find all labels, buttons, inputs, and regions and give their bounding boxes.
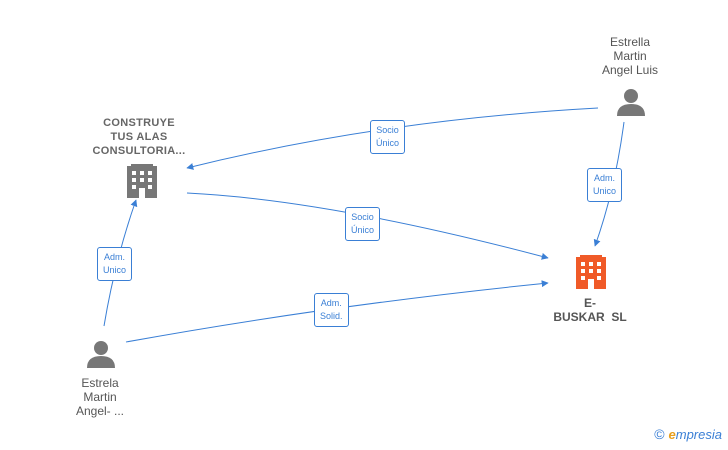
node-name-line: CONSULTORIA...: [92, 145, 186, 157]
edge-label-line: Unico: [103, 265, 127, 275]
edge-label-socio-unico[interactable]: Socio Único: [370, 120, 406, 154]
edge-label-line: Adm.: [594, 173, 616, 183]
node-name-line: Estrella: [609, 35, 650, 49]
node-label-construye-tus-alas[interactable]: CONSTRUYE TUS ALAS CONSULTORIA...: [86, 116, 192, 158]
edge-label-line: Socio: [351, 212, 374, 222]
edge-label-line: Socio: [376, 125, 399, 135]
edge-label-adm-unico[interactable]: Adm. Unico: [587, 168, 623, 202]
node-name-line: Angel Luis: [601, 63, 659, 77]
person-icon: [617, 89, 645, 116]
edge-label-adm-unico[interactable]: Adm. Unico: [97, 247, 133, 281]
node-name-line: TUS ALAS: [110, 131, 168, 143]
node-label-e-buskar-sl[interactable]: E- BUSKAR SL: [540, 296, 640, 324]
person-icon: [87, 341, 115, 368]
brand-logo-e: e: [668, 427, 676, 442]
edge-label-socio-unico[interactable]: Socio Único: [345, 207, 381, 241]
node-name-line: BUSKAR SL: [553, 310, 627, 324]
copyright-icon: ©: [654, 426, 665, 442]
edge-label-line: Solid.: [320, 311, 343, 321]
node-label-estrela-martin-angel[interactable]: Estrela Martin Angel- ...: [60, 376, 140, 418]
node-name-line: Martin: [83, 390, 117, 404]
edge-label-adm-solid[interactable]: Adm. Solid.: [314, 293, 349, 327]
edge-label-line: Único: [351, 225, 375, 235]
node-name-line: Martin: [613, 49, 647, 63]
node-name-line: E-: [584, 296, 596, 310]
edge-label-line: Adm.: [320, 298, 342, 308]
node-name-line: Estrela: [81, 376, 119, 390]
brand-logo-text: mpresia: [675, 427, 722, 442]
node-name-line: CONSTRUYE: [103, 117, 175, 129]
building-icon: [576, 255, 606, 289]
node-label-estrella-martin-angel-luis[interactable]: Estrella Martin Angel Luis: [588, 35, 672, 77]
building-icon: [127, 164, 157, 198]
edge-label-line: Único: [376, 138, 400, 148]
empresia-brand: ©empresia: [654, 426, 722, 442]
edge-label-line: Adm.: [104, 252, 126, 262]
edge-label-line: Unico: [593, 186, 617, 196]
node-name-line: Angel- ...: [75, 404, 125, 418]
